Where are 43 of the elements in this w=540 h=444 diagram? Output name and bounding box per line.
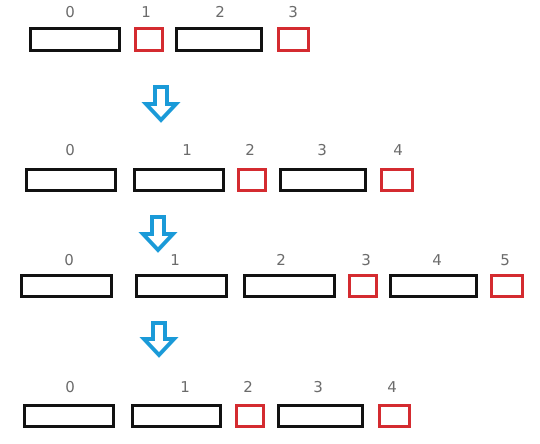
slot-box (25, 168, 117, 192)
index-number: 1 (180, 379, 190, 396)
index-number: 3 (361, 252, 371, 269)
index-number: 0 (65, 4, 75, 21)
index-number: 2 (245, 142, 255, 159)
slot-box (133, 168, 225, 192)
index-number: 1 (141, 4, 151, 21)
index-number: 3 (317, 142, 327, 159)
block-arrow (141, 85, 181, 123)
index-number: 4 (432, 252, 442, 269)
square-slot (348, 274, 378, 298)
index-number: 0 (65, 142, 75, 159)
slot-box (29, 27, 121, 52)
block-arrow (138, 215, 178, 253)
square-slot (237, 168, 267, 192)
index-number: 1 (182, 142, 192, 159)
slot-box (20, 274, 113, 298)
index-number: 1 (170, 252, 180, 269)
index-number: 4 (393, 142, 403, 159)
slot-box (23, 404, 115, 428)
slot-box (175, 27, 263, 52)
square-slot (380, 168, 414, 192)
index-number: 0 (65, 379, 75, 396)
slot-box (131, 404, 222, 428)
square-slot (235, 404, 265, 428)
slot-box (279, 168, 367, 192)
index-number: 2 (215, 4, 225, 21)
block-arrow (139, 321, 179, 358)
index-number: 3 (288, 4, 298, 21)
index-number: 0 (64, 252, 74, 269)
index-number: 4 (387, 379, 397, 396)
slot-box (135, 274, 228, 298)
index-number: 5 (500, 252, 510, 269)
square-slot (378, 404, 411, 428)
slot-box (277, 404, 364, 428)
index-number: 2 (276, 252, 286, 269)
index-number: 2 (243, 379, 253, 396)
square-slot (134, 27, 164, 52)
index-number: 3 (313, 379, 323, 396)
slot-box (389, 274, 478, 298)
slot-box (243, 274, 336, 298)
square-slot (277, 27, 310, 52)
square-slot (490, 274, 524, 298)
